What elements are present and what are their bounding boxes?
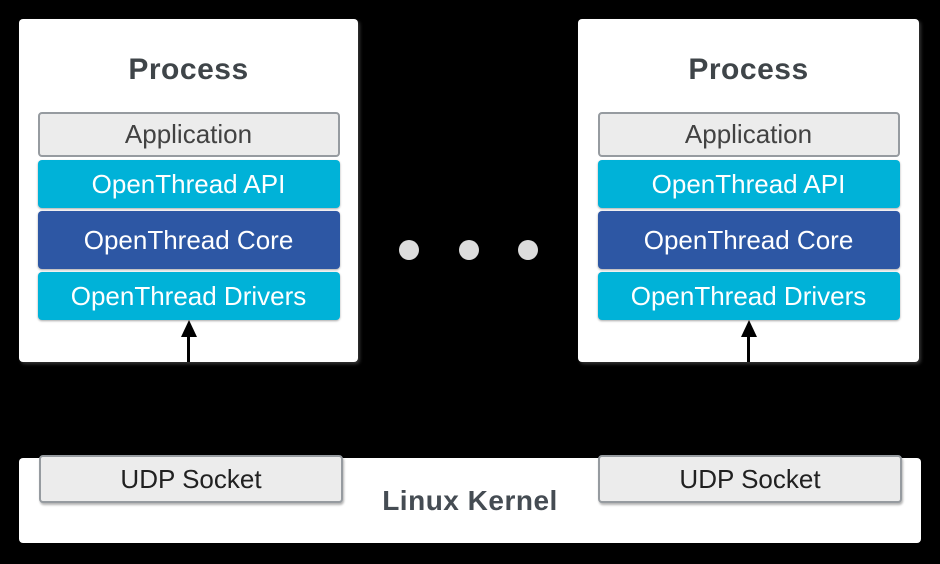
- up-arrow-icon: [180, 320, 198, 362]
- process-title: Process: [128, 53, 249, 86]
- arrow-head: [740, 320, 757, 337]
- ellipsis-dot: [399, 240, 419, 260]
- udp-socket-right: UDP Socket: [598, 455, 902, 503]
- linux-kernel-bar: Linux Kernel UDP Socket UDP Socket: [19, 455, 921, 543]
- layer-openthread-drivers: OpenThread Drivers: [37, 272, 340, 320]
- process-title: Process: [688, 53, 809, 86]
- arrow-shaft: [747, 337, 750, 362]
- ellipsis-dot: [518, 240, 538, 260]
- layer-stack: Application OpenThread API OpenThread Co…: [37, 112, 340, 323]
- layer-openthread-drivers: OpenThread Drivers: [597, 272, 900, 320]
- arrow-head: [180, 320, 197, 337]
- layer-stack: Application OpenThread API OpenThread Co…: [597, 112, 900, 323]
- layer-application: Application: [37, 112, 340, 157]
- layer-openthread-core: OpenThread Core: [37, 211, 340, 269]
- up-arrow-icon: [740, 320, 758, 362]
- layer-openthread-core: OpenThread Core: [597, 211, 900, 269]
- udp-socket-left: UDP Socket: [39, 455, 343, 503]
- arrow-shaft: [187, 337, 190, 362]
- process-card-left: Process Application OpenThread API OpenT…: [19, 19, 358, 362]
- layer-openthread-api: OpenThread API: [37, 160, 340, 208]
- ellipsis-dots: [399, 240, 538, 260]
- linux-kernel-label: Linux Kernel: [382, 484, 558, 516]
- layer-openthread-api: OpenThread API: [597, 160, 900, 208]
- ellipsis-dot: [458, 240, 479, 260]
- process-card-right: Process Application OpenThread API OpenT…: [578, 19, 919, 362]
- layer-application: Application: [597, 112, 900, 157]
